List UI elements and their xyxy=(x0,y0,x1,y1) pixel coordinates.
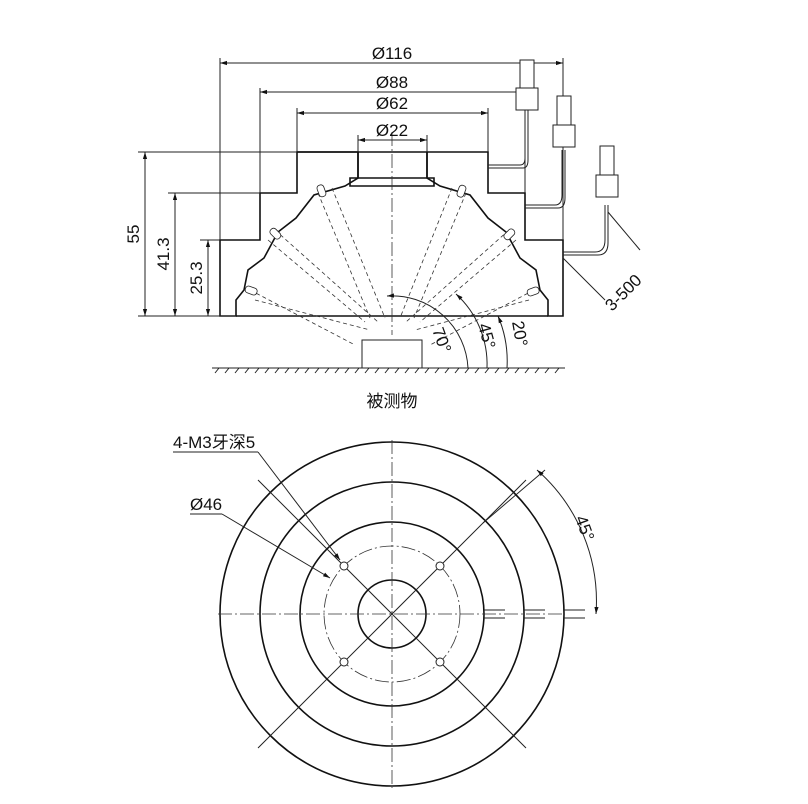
housing-section xyxy=(297,151,564,317)
thread-note: 4-M3牙深5 xyxy=(173,433,255,452)
led-beams xyxy=(244,184,540,346)
middle-ring xyxy=(259,481,525,747)
dim-d88: Ø88 xyxy=(376,73,408,92)
cable-stubs xyxy=(484,609,585,619)
dim-d62: Ø62 xyxy=(376,94,408,113)
mounting-holes xyxy=(339,561,445,667)
housing-section-left xyxy=(219,151,359,317)
dim-d22: Ø22 xyxy=(376,121,408,140)
measured-object xyxy=(361,339,423,369)
dim-d116: Ø116 xyxy=(372,44,412,63)
cable-length: 3-500 xyxy=(601,271,645,315)
connector-icons xyxy=(515,59,619,198)
side-view: 被测物 Ø116 Ø88 Ø62 Ø22 55 41.3 25.3 70° 45… xyxy=(124,44,646,411)
angle-20: 20° xyxy=(508,319,531,348)
inner-bore xyxy=(349,152,435,187)
bolt-circle-dim: Ø46 xyxy=(190,495,222,514)
object-label: 被测物 xyxy=(367,392,418,411)
plan-angle-45: 45° xyxy=(571,513,598,544)
dim-h25-3: 25.3 xyxy=(187,261,206,294)
dim-h55: 55 xyxy=(124,225,143,244)
dim-h41-3: 41.3 xyxy=(154,237,173,270)
cables: 3-500 xyxy=(488,59,646,315)
angle-45: 45° xyxy=(474,321,499,351)
plan-view: 45° 4-M3牙深5 Ø46 xyxy=(173,433,599,788)
angle-70: 70° xyxy=(428,325,455,356)
led-icons xyxy=(244,184,540,297)
